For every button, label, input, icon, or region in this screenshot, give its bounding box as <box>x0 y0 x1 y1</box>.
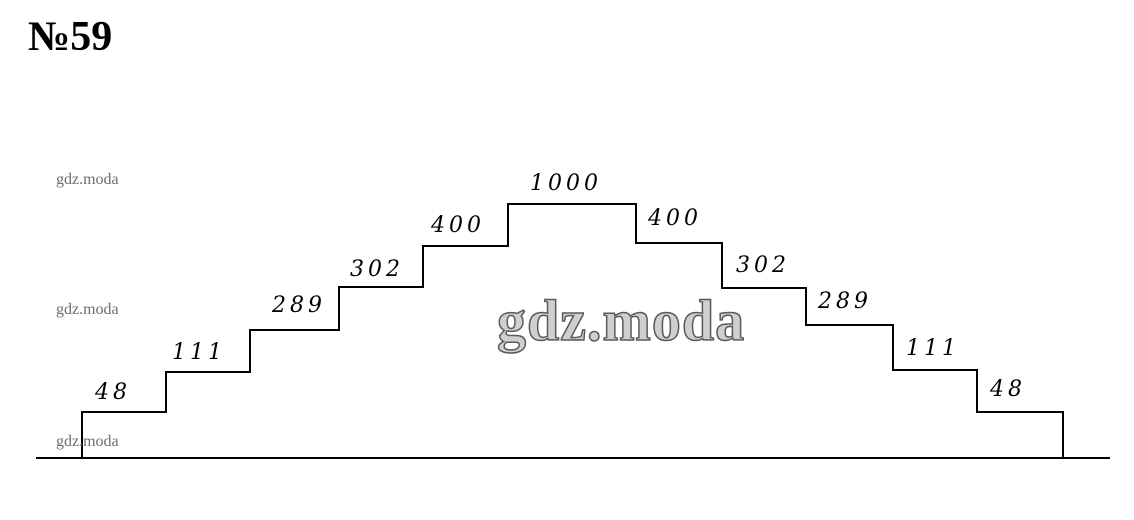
step-label-top: 1000 <box>530 171 602 196</box>
problem-number: №59 <box>28 14 113 60</box>
step-label-right-1: 400 <box>647 206 702 231</box>
step-label-left-4: 302 <box>350 257 404 282</box>
step-label-right-4: 111 <box>906 336 960 361</box>
step-label-right-3: 289 <box>817 289 872 314</box>
watermark-bottom: gdz.moda <box>56 433 119 450</box>
step-label-left-1: 48 <box>94 380 131 405</box>
step-label-right-2: 302 <box>736 253 790 278</box>
step-label-left-3: 289 <box>271 293 326 318</box>
watermark-top: gdz.moda <box>56 171 119 188</box>
step-label-left-2: 111 <box>172 340 226 365</box>
staircase-outline <box>81 203 1064 458</box>
step-label-left-5: 400 <box>430 213 485 238</box>
watermark-middle: gdz.moda <box>56 301 119 318</box>
watermark-center: gdz.moda <box>496 288 746 353</box>
step-label-right-5: 48 <box>989 377 1026 402</box>
